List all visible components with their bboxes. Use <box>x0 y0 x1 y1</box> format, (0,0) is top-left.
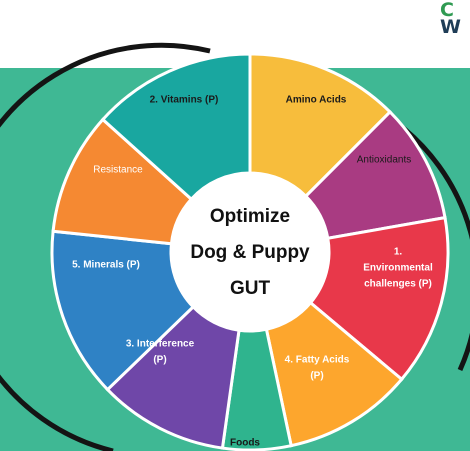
center-title-line-3: GUT <box>230 278 271 299</box>
wheel-segments <box>50 52 450 451</box>
segment-label-fatty-acids-line-2: (P) <box>310 371 323 382</box>
brand-logo-line-1: C <box>440 0 454 21</box>
segment-label-interference-line-1: 3. Interference <box>126 339 195 350</box>
center-title-line-1: Optimize <box>210 206 290 227</box>
segment-label-interference-line-2: (P) <box>153 355 166 366</box>
outer-arc-right <box>388 115 470 372</box>
segment-label-amino: Amino Acids <box>286 95 347 106</box>
segment-label-vitamins: 2. Vitamins (P) <box>150 95 219 106</box>
center-circle <box>171 173 329 331</box>
segment-label-environmental-line-2: Environmental <box>363 263 433 274</box>
brand-logo-line-2: W <box>440 16 461 38</box>
segment-label-fatty-acids-line-1: 4. Fatty Acids <box>285 355 350 366</box>
segment-label-resistance: Resistance <box>93 165 143 176</box>
brand-logo: C W <box>440 0 470 38</box>
segment-label-environmental-line-1: 1. <box>394 247 403 258</box>
segment-label-environmental-line-3: challenges (P) <box>364 279 432 290</box>
segment-label-foods: Foods <box>230 438 260 449</box>
center-title-line-2: Dog & Puppy <box>190 242 310 263</box>
segment-label-antioxidants: Antioxidants <box>357 155 411 166</box>
segment-label-minerals: 5. Minerals (P) <box>72 260 140 271</box>
outer-arc-left <box>0 42 211 451</box>
